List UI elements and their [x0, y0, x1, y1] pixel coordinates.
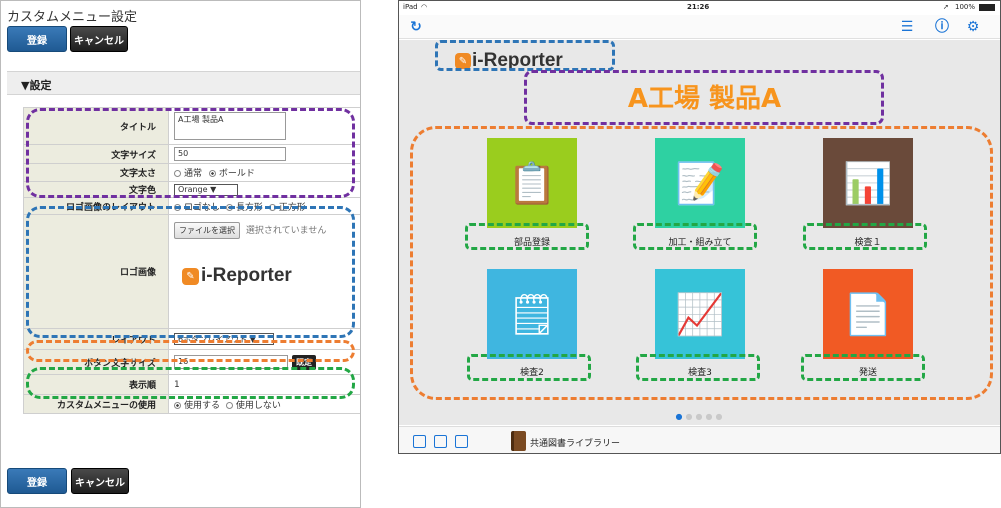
refresh-icon[interactable]: ↻ [410, 19, 422, 35]
font-size-label: 文字サイズ [23, 144, 169, 164]
usage-label: カスタムメニューの使用 [23, 394, 169, 414]
tile-inspection-2[interactable]: 🗒 [487, 269, 577, 359]
image-icon[interactable] [455, 435, 468, 448]
title-label: タイトル [23, 107, 169, 145]
cancel-button-bottom[interactable]: キャンセル [71, 468, 129, 494]
battery-percent: 100% [955, 3, 976, 11]
font-weight-label: 文字太さ [23, 163, 169, 182]
usage-off-radio[interactable] [225, 401, 233, 409]
tile-label-1: 部品登録 [513, 238, 550, 248]
tile-shipping[interactable]: 📄 [823, 269, 913, 359]
tile-label-4: 検査2 [520, 368, 544, 378]
logo-none-radio[interactable] [174, 203, 181, 211]
wifi-icon: ◠ [421, 3, 428, 11]
file-status: 選択されていません [245, 226, 327, 236]
register-button-bottom[interactable]: 登録 [7, 468, 67, 494]
settings-form: タイトル A工場 製品A 文字サイズ 50 文字太さ 通常 ボールド 文字色 O… [23, 107, 360, 414]
logo-image-label: ロゴ画像 [23, 214, 169, 329]
numbered-list-icon: 🗒 [506, 291, 558, 338]
report-chart-icon: 📊 [843, 160, 893, 207]
font-color-label: 文字色 [23, 181, 169, 198]
choose-file-button[interactable]: ファイルを選択 [174, 222, 240, 239]
page-title: カスタムメニュー設定 [7, 10, 138, 25]
logo-rect-radio[interactable] [225, 203, 233, 211]
button-font-size-field[interactable]: 16 [174, 355, 288, 369]
menu-canvas [399, 40, 1000, 425]
display-order-value: 1 [168, 374, 360, 395]
app-toolbar: ↻ ☰ ⓘ ⚙ [399, 15, 1000, 39]
clock: 21:26 [687, 3, 710, 11]
tile-label-5: 検査3 [688, 368, 712, 378]
clipboard-pen-icon: 📋 [507, 160, 557, 207]
layout-label: レイアウト [23, 328, 169, 350]
tile-label-2: 加工・組み立て [668, 238, 732, 248]
register-button-top[interactable]: 登録 [7, 26, 67, 52]
calendar-icon[interactable] [434, 435, 447, 448]
button-font-size-label: ボタン文字サイズ [23, 349, 169, 375]
shipping-form-icon: 📄 [843, 291, 893, 338]
font-size-field[interactable]: 50 [174, 147, 286, 161]
library-label[interactable]: 共通図書ライブラリー [530, 439, 621, 449]
status-bar: iPad ◠ 21:26 ➚ 100% [399, 1, 1000, 15]
battery-icon [979, 4, 995, 11]
font-weight-bold-label: ボールド [218, 169, 255, 179]
display-order-label: 表示順 [23, 374, 169, 395]
logo-none-label: ロゴなし [184, 202, 221, 213]
logo-preview-text: i-Reporter [201, 265, 292, 286]
tile-inspection-3[interactable]: 📈 [655, 269, 745, 359]
tile-label-6: 発送 [858, 368, 877, 378]
carrier-label: iPad [403, 3, 418, 11]
cancel-button-top[interactable]: キャンセル [70, 26, 128, 52]
tile-inspection-1[interactable]: 📊 [823, 138, 913, 228]
font-weight-normal-label: 通常 [184, 169, 203, 179]
i-reporter-logo-icon: ✎ [182, 267, 199, 285]
settings-section-toggle[interactable]: ▼設定 [7, 71, 360, 95]
ipad-logo: ✎ i-Reporter [455, 50, 563, 72]
layout-value: 6ボタンレイアウト [178, 335, 248, 344]
info-icon[interactable]: ⓘ [935, 19, 949, 35]
font-color-select[interactable]: Orange ▼ [174, 183, 238, 196]
bottom-toolbar: 共通図書ライブラリー [399, 426, 1000, 453]
font-weight-bold-radio[interactable] [208, 170, 216, 177]
tile-processing-assembly[interactable]: 📝 [655, 138, 745, 228]
grid-icon[interactable] [413, 435, 426, 448]
logo-layout-label: ロゴ画像のレイアウト [23, 197, 169, 215]
font-weight-normal-radio[interactable] [174, 170, 181, 177]
layout-select[interactable]: 6ボタンレイアウト ▼ [174, 333, 274, 345]
menu-title: A工場 製品A [627, 84, 782, 114]
custom-menu-settings-panel: カスタムメニュー設定 登録 キャンセル ▼設定 タイトル A工場 製品A 文字サ… [0, 0, 361, 508]
font-color-value: Orange [178, 184, 208, 194]
list-icon[interactable]: ☰ [900, 19, 914, 35]
tile-label-3: 検査１ [854, 238, 882, 248]
i-reporter-logo-icon: ✎ [455, 53, 471, 69]
logo-preview: ✎ i-Reporter [182, 265, 360, 287]
logo-square-label: 正方形 [278, 202, 306, 213]
location-icon: ➚ [943, 3, 949, 11]
gear-icon[interactable]: ⚙ [966, 19, 980, 35]
title-field[interactable]: A工場 製品A [174, 112, 286, 140]
logo-square-radio[interactable] [268, 203, 276, 211]
apply-default-button[interactable]: 既定 [292, 354, 316, 370]
library-book-icon[interactable] [511, 431, 526, 451]
ipad-preview: iPad ◠ 21:26 ➚ 100% ↻ ☰ ⓘ ⚙ ✎ i-Reporter… [398, 0, 1001, 454]
logo-rect-label: 長方形 [235, 202, 263, 213]
usage-on-label: 使用する [184, 400, 221, 411]
checklist-clipboard-icon: 📝 [675, 160, 725, 207]
ipad-logo-text: i-Reporter [472, 50, 563, 71]
usage-off-label: 使用しない [235, 400, 281, 411]
page-indicator[interactable]: ●●●●● [675, 412, 726, 421]
usage-on-radio[interactable] [174, 401, 181, 409]
tile-parts-registration[interactable]: 📋 [487, 138, 577, 228]
chart-clipboard-icon: 📈 [675, 291, 725, 338]
